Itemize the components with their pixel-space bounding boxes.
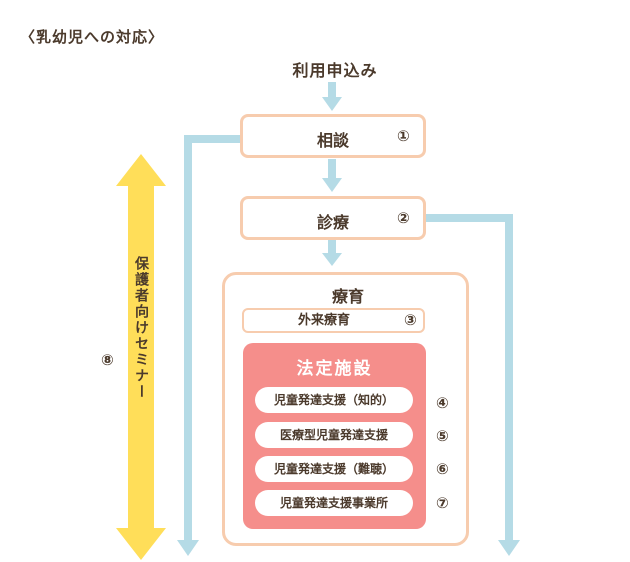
facility-number: ⑦ [436, 494, 449, 512]
outpatient-number: ③ [404, 311, 417, 329]
facility-item: 児童発達支援事業所 [255, 490, 413, 516]
facility-item: 医療型児童発達支援 [255, 422, 413, 448]
facility-item: 児童発達支援（知的） [255, 387, 413, 413]
facility-number: ⑤ [436, 427, 449, 445]
apply-label: 利用申込み [292, 61, 378, 80]
seminar-label: 保護者向けセミナー [133, 256, 149, 400]
facility-item: 児童発達支援（難聴） [255, 456, 413, 482]
arrow-consult-to-clinic [322, 159, 342, 192]
outpatient-box: 外来療育 ③ [242, 308, 425, 333]
outpatient-label: 外来療育 [297, 313, 350, 328]
clinic-box: 診療 ② [240, 196, 426, 240]
consult-label: 相談 [316, 131, 349, 150]
facility-number: ⑥ [436, 460, 449, 478]
consult-box: 相談 ① [240, 114, 426, 158]
consult-number: ① [397, 127, 410, 145]
seminar-double-arrow [116, 154, 166, 560]
clinic-label: 診療 [316, 213, 349, 232]
arrow-clinic-to-therapy [322, 240, 342, 266]
arrow-clinic-exit [425, 214, 520, 556]
seminar-number: ⑧ [101, 351, 114, 369]
statutory-facilities-title: 法定施設 [296, 359, 373, 379]
therapy-box: 療育 外来療育 ③ 法定施設 児童発達支援（知的） 医療型児童発達支援 児童発達… [222, 272, 469, 546]
clinic-number: ② [397, 209, 410, 227]
arrow-apply-to-consult [322, 82, 342, 111]
therapy-label: 療育 [331, 287, 364, 306]
statutory-facilities-box: 法定施設 児童発達支援（知的） 医療型児童発達支援 児童発達支援（難聴） 児童発… [243, 343, 426, 529]
page-title: 〈乳幼児への対応〉 [20, 28, 165, 46]
arrow-consult-exit [177, 135, 243, 556]
facility-number: ④ [436, 394, 449, 412]
